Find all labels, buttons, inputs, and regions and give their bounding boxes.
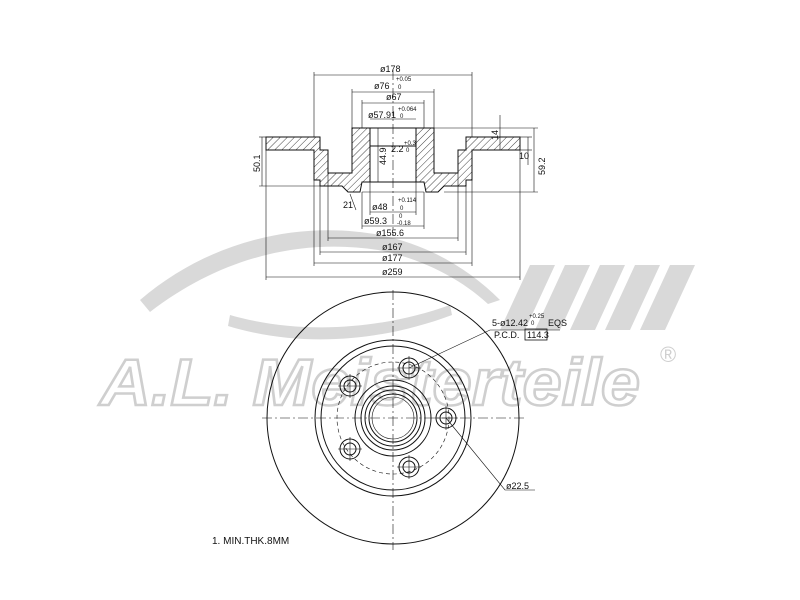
- dim-d76-tol-lower: 0: [398, 85, 402, 91]
- bolt-hole-spec: 5-ø12.42: [492, 318, 528, 328]
- dim-h449: 44.9: [378, 147, 388, 165]
- center-bore: [368, 393, 418, 443]
- bolt-hole-5: [434, 406, 458, 430]
- disc-outer-edge: [266, 291, 520, 545]
- pcd-value: 114.3: [527, 330, 549, 340]
- dim-d48-tol-lower: 0: [400, 206, 404, 212]
- bolt-hole-tol-lower: 0: [531, 321, 535, 327]
- dim-d593: ø59.3: [364, 216, 387, 226]
- dim-d177: ø177: [382, 253, 403, 263]
- min-thickness-note: 1. MIN.THK.8MM: [212, 536, 290, 547]
- watermark-stripes: [500, 265, 695, 330]
- dim-d178: ø178: [380, 64, 401, 74]
- dim-h14: 14: [490, 130, 500, 140]
- dim-d167: ø167: [382, 242, 403, 252]
- dim-h501: 50.1: [252, 154, 262, 172]
- watermark: A.L. Meisterteile ®: [97, 230, 695, 420]
- dim-t22-tol-upper: +0.3: [404, 141, 417, 147]
- pcd-label: P.C.D.: [494, 330, 519, 340]
- hat-edge: [320, 345, 466, 491]
- dim-d76: ø76: [374, 81, 390, 91]
- dim-d76-tol-upper: +0.05: [396, 77, 412, 83]
- dim-d593-tol-zero: 0: [399, 214, 403, 220]
- watermark-brand: A.L. Meisterteile: [98, 345, 640, 419]
- hub-ring-2: [364, 389, 422, 447]
- dim-d5791-tol-lower: 0: [400, 114, 404, 120]
- front-view: 5-ø12.42 +0.25 0 EQS P.C.D. 114.3 ø22.5: [262, 290, 567, 550]
- dim-t22-tol-lower: 0: [406, 148, 410, 154]
- bolt-hole-1: [397, 356, 421, 380]
- bolt-hole-eqs: EQS: [548, 318, 567, 328]
- watermark-swoosh: [140, 230, 500, 312]
- section-right-profile: [415, 127, 521, 193]
- bolt-hole-4: [397, 455, 421, 479]
- friction-inner-edge: [314, 339, 472, 497]
- dim-d225: ø22.5: [506, 481, 529, 491]
- hub-outer: [354, 379, 432, 457]
- dim-r21: 21: [343, 200, 353, 210]
- bolt-hole-leader: [408, 329, 560, 369]
- dim-d1556: ø155.6: [376, 228, 404, 238]
- pcd-box: [524, 328, 548, 341]
- center-bore-inner: [371, 396, 415, 440]
- dim-d259: ø259: [382, 267, 403, 277]
- section-left-profile: [265, 127, 371, 193]
- dim-d48: ø48: [372, 202, 388, 212]
- dim-d5791-tol-upper: +0.064: [398, 107, 417, 113]
- dim-d48-tol-upper: +0.114: [398, 198, 417, 204]
- bolt-hole-3: [338, 437, 362, 461]
- section-view: ø178 ø76 +0.05 0 ø67 ø57.91 +0.064 0 44.…: [252, 64, 547, 280]
- dim-h592: 59.2: [537, 157, 547, 175]
- bolt-hole-2: [338, 374, 362, 398]
- dim-h10: 10: [519, 151, 529, 161]
- dim-d593-tol: -0.18: [397, 221, 411, 227]
- hub-ring-1: [360, 385, 426, 451]
- dim-t22: 2.2: [391, 144, 404, 154]
- d225-leader: [445, 417, 535, 491]
- watermark-registered: ®: [660, 342, 676, 367]
- bolt-hole-tol-upper: +0.25: [529, 314, 545, 320]
- watermark-swoosh-lower: [228, 305, 452, 340]
- dim-d67: ø67: [386, 92, 402, 102]
- dim-d5791: ø57.91: [368, 110, 396, 120]
